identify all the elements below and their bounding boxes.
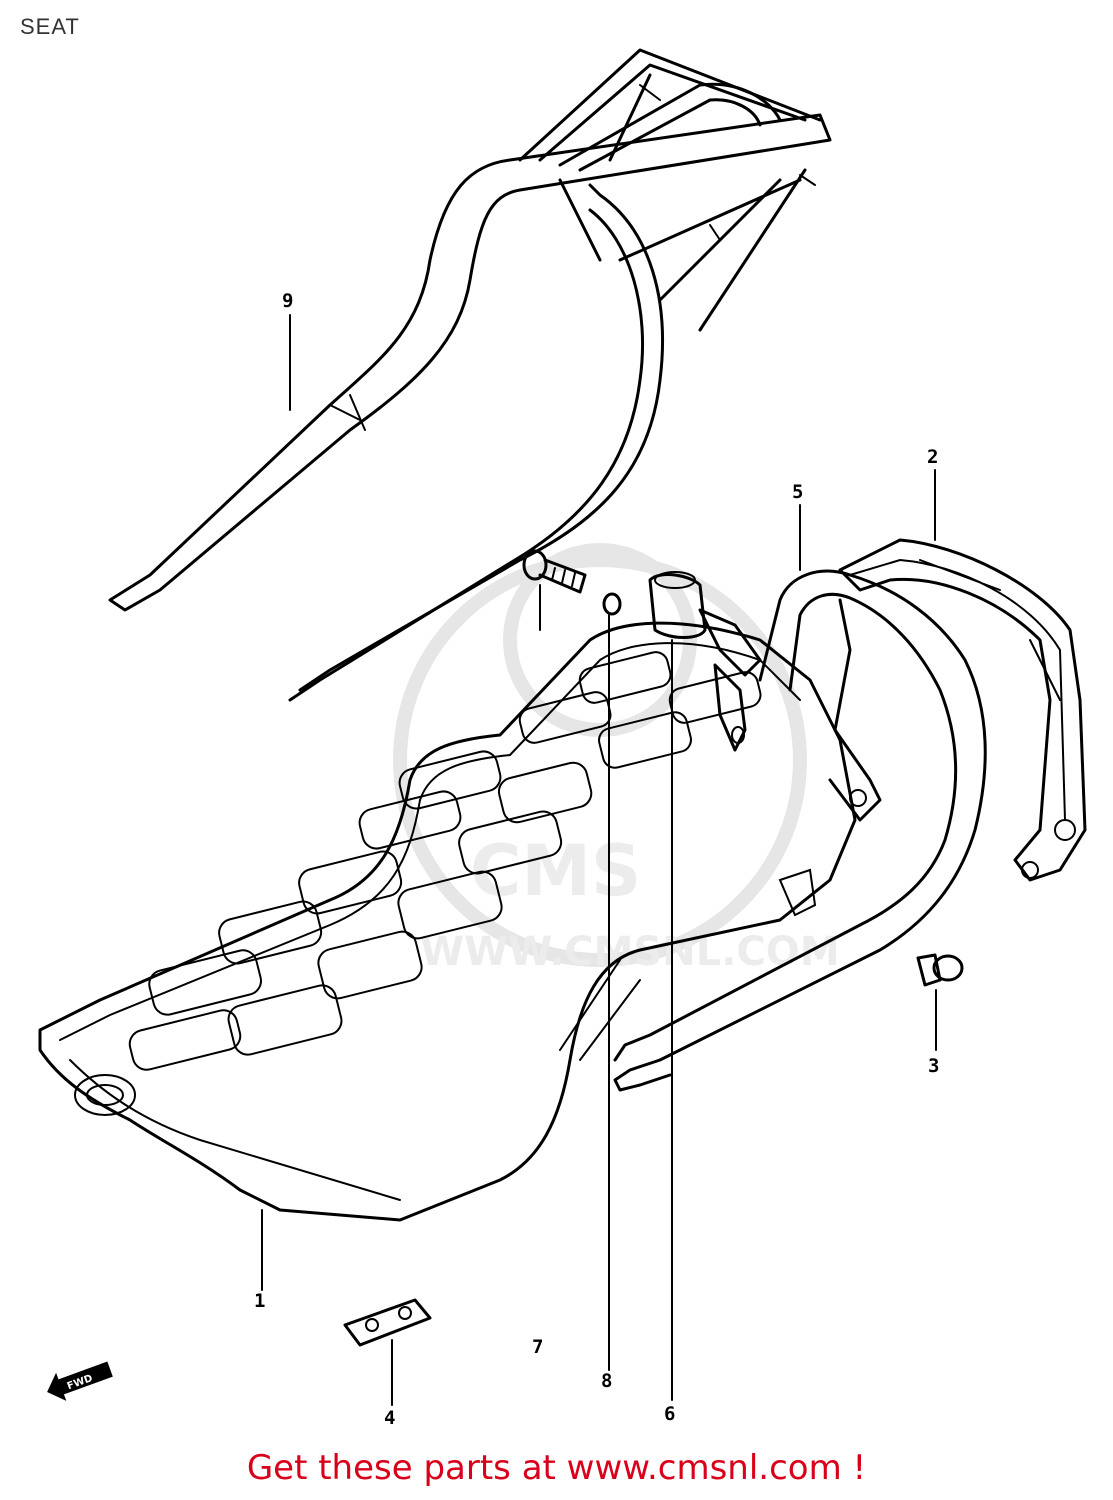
callout-9: 9 <box>282 290 293 312</box>
part-1-seat[interactable] <box>38 621 857 1222</box>
callout-2: 2 <box>927 446 938 468</box>
part-3-bolt[interactable] <box>916 953 964 987</box>
part-8-washer[interactable] <box>602 592 622 616</box>
callout-6: 6 <box>664 1403 675 1425</box>
part-9-carrier[interactable] <box>108 48 832 702</box>
seat-quilt-pattern <box>128 651 762 1071</box>
part-7-bolt[interactable] <box>522 549 587 594</box>
callout-1: 1 <box>254 1290 265 1312</box>
part-6-lock-set[interactable] <box>648 571 762 752</box>
callout-5: 5 <box>792 481 803 503</box>
part-5-rail[interactable] <box>613 569 987 1092</box>
watermark-brand: CMS <box>470 830 641 912</box>
callout-4: 4 <box>384 1407 395 1429</box>
part-2-strap[interactable] <box>838 538 1087 882</box>
callout-7: 7 <box>532 1336 543 1358</box>
get-parts-link[interactable]: Get these parts at www.cmsnl.com ! <box>246 1448 867 1488</box>
callout-3: 3 <box>928 1055 939 1077</box>
forward-arrow-icon: FWD <box>47 1361 113 1401</box>
callout-8: 8 <box>601 1370 612 1392</box>
leader-lines <box>261 314 937 1406</box>
part-4-plate[interactable] <box>343 1298 432 1347</box>
page-title: SEAT <box>20 14 80 39</box>
